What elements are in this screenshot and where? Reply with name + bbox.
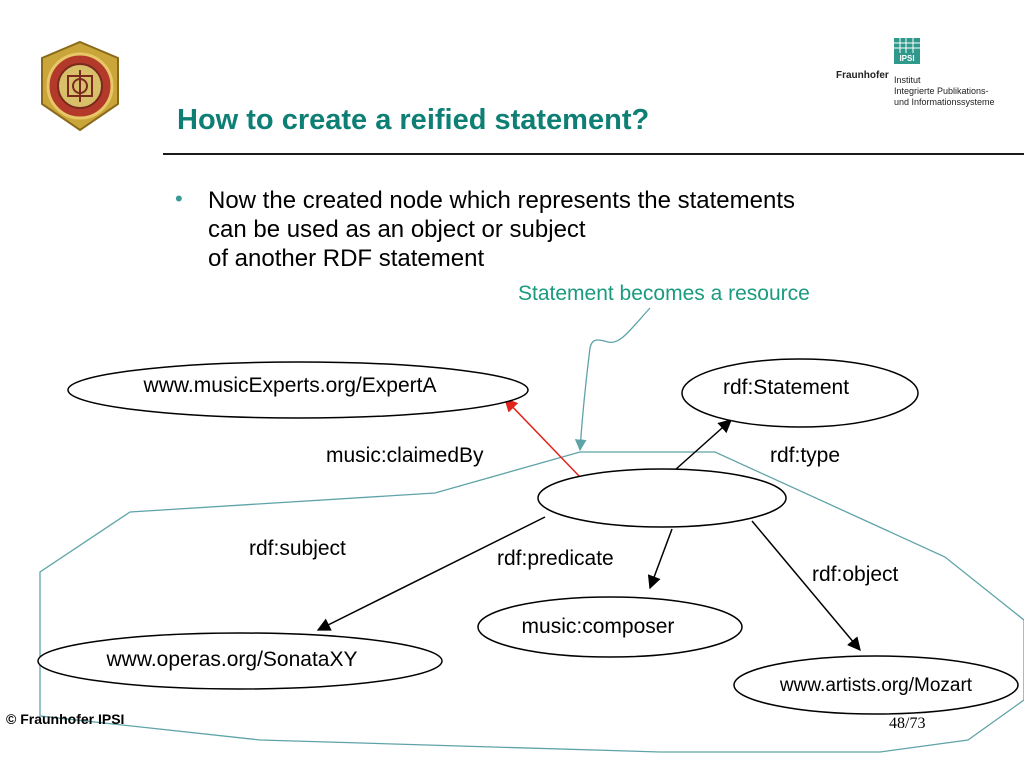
edge-label-subject: rdf:subject [249,537,346,560]
edge-type [674,419,733,471]
ipsi-mark-text: IPSI [899,54,914,63]
edge-predicate [647,528,673,590]
page-number: 48/73 [889,715,926,732]
title-divider [163,153,1024,155]
edge-label-object: rdf:object [812,563,899,586]
edge-label-type: rdf:type [770,444,840,467]
node-rdf-statement: rdf:Statement [681,358,919,428]
node-expert: www.musicExperts.org/ExpertA [67,361,529,419]
institute-line: und Informationssysteme [894,97,995,107]
node-expert-label: www.musicExperts.org/ExpertA [143,374,437,397]
bullet-line: can be used as an object or subject [208,216,586,243]
node-reified-statement [537,468,787,528]
ipsi-grid-icon: IPSI [894,38,920,64]
slide-title: How to create a reified statement? [177,104,650,136]
node-sonata-label: www.operas.org/SonataXY [106,648,358,671]
edge-object [751,520,861,652]
callout-pointer [574,307,651,452]
institute-name: Institut Integrierte Publikations- und I… [894,75,995,108]
bullet-text: Now the created node which represents th… [208,186,795,273]
institute-line: Institut [894,75,921,85]
edge-claimed-by [504,398,581,478]
institute-line: Integrierte Publikations- [894,86,989,96]
fraunhofer-ipsi-logo: IPSI Fraunhofer Institut Integrierte Pub… [836,38,1016,118]
node-composer: music:composer [477,596,743,658]
node-composer-label: music:composer [522,615,675,638]
node-sonata: www.operas.org/SonataXY [37,632,443,690]
bullet-icon: • [175,186,183,211]
footer-copyright: © Fraunhofer IPSI [6,711,125,727]
bullet-line: Now the created node which represents th… [208,187,795,214]
university-emblem-logo [38,40,122,132]
edge-label-claimed-by: music:claimedBy [326,444,484,467]
node-mozart-label: www.artists.org/Mozart [779,675,973,696]
fraunhofer-brand: Fraunhofer [836,70,889,81]
edge-subject [316,516,546,631]
callout-text: Statement becomes a resource [518,282,810,305]
edge-label-predicate: rdf:predicate [497,547,614,570]
node-mozart: www.artists.org/Mozart [733,655,1019,715]
statement-boundary [39,451,1024,753]
node-rdf-statement-label: rdf:Statement [723,376,849,399]
bullet-line: of another RDF statement [208,245,485,272]
